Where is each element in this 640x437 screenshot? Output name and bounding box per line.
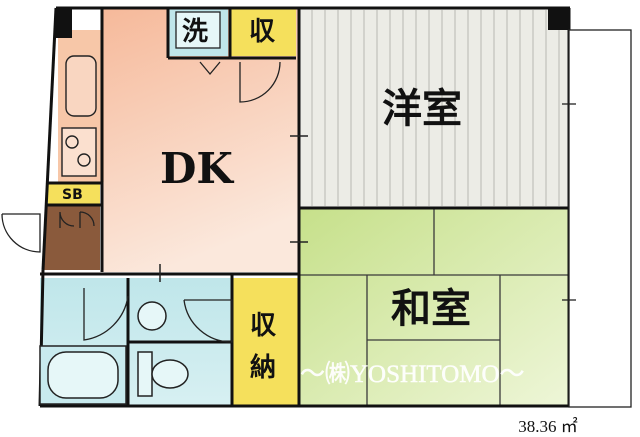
balcony <box>562 29 632 408</box>
toilet-tank <box>137 351 153 397</box>
bath-fixtures <box>39 301 189 405</box>
kitchen-fixtures <box>61 55 97 177</box>
laundry-label: 洗 <box>182 17 208 47</box>
western-floorboards <box>311 10 560 206</box>
dk-label: DK <box>160 144 234 193</box>
storage-closet-floor <box>232 278 298 405</box>
watermark: 〜㈱YOSHITOMO〜 <box>300 360 525 388</box>
western-room-label: 洋室 <box>382 85 462 132</box>
shoe-box-floor <box>48 183 100 205</box>
shoe-box-label: SB <box>62 187 83 203</box>
burner-1 <box>65 135 79 149</box>
tatami-lines <box>299 208 569 405</box>
japanese-room-label: 和室 <box>391 285 471 332</box>
genkan-floor <box>43 205 100 270</box>
closet-label-line2: 納 <box>250 352 276 383</box>
stove <box>61 127 97 177</box>
door-swings <box>1 61 281 343</box>
sink-basin <box>137 301 167 331</box>
floor-area: 38.36 ㎡ <box>518 417 578 436</box>
wall-ticks <box>159 135 308 282</box>
pillars <box>56 8 568 38</box>
toilet-bowl <box>151 359 189 389</box>
storage-small-floor <box>230 8 296 56</box>
laundry-box <box>175 11 221 49</box>
western-room-floor <box>299 8 569 208</box>
bathtub-inner <box>47 351 119 399</box>
kitchen-sink <box>65 55 97 117</box>
closet-label-line1: 収 <box>250 311 277 341</box>
burner-2 <box>77 153 91 167</box>
storage-small-label: 収 <box>249 17 276 47</box>
